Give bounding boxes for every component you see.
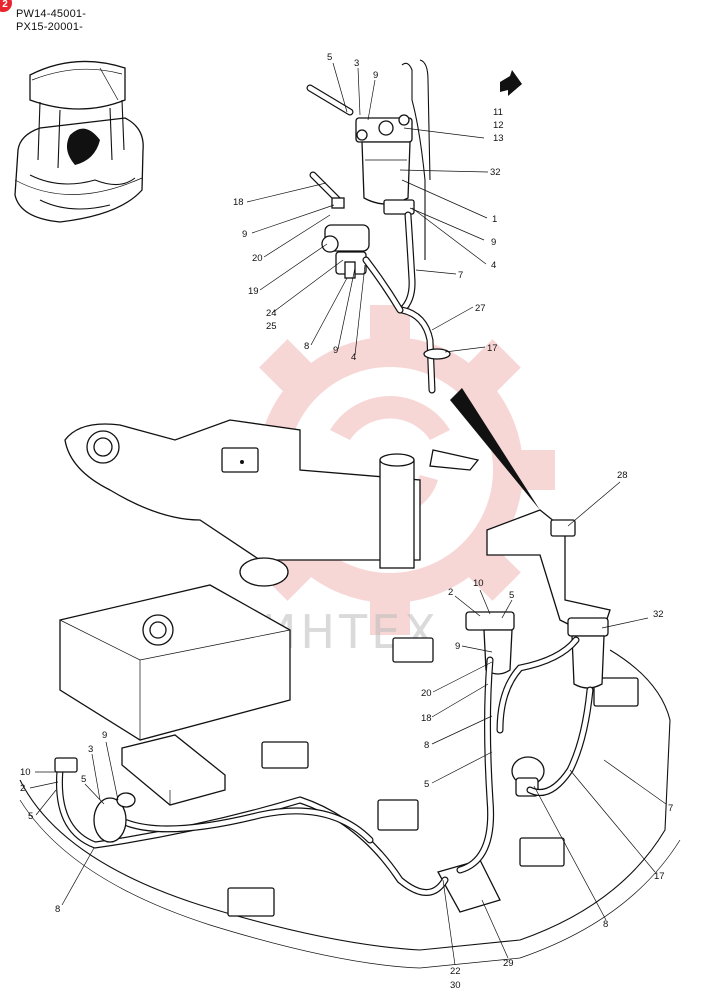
callout-label: 22 — [450, 966, 461, 977]
callout-label: 8 — [304, 341, 309, 352]
detail-pointer-icon — [450, 388, 540, 510]
lower-leader-lines — [29, 481, 667, 966]
callout-label: 5 — [28, 811, 33, 822]
callout-label: 7 — [668, 803, 673, 814]
upper-callouts: 5 3 9 11 12 13 32 1 18 9 20 19 24 25 8 9… — [233, 52, 504, 363]
callout-label: 9 — [333, 345, 338, 356]
callout-label: 2 — [20, 783, 25, 794]
lower-callouts: 28 2 10 5 32 9 20 18 8 5 7 17 8 29 22 30… — [20, 470, 673, 991]
callout-label: 24 — [266, 308, 277, 319]
callout-label: 5 — [327, 52, 332, 63]
callout-label: 12 — [493, 120, 504, 131]
callout-label: 9 — [373, 70, 378, 81]
callout-label: 20 — [421, 688, 432, 699]
callout-label: 1 — [492, 214, 497, 225]
callout-label: 4 — [351, 352, 356, 363]
callout-label: 11 — [493, 107, 503, 118]
callout-label: 17 — [487, 343, 498, 354]
callout-label: 28 — [617, 470, 628, 481]
callout-label: 18 — [421, 713, 432, 724]
callout-label: 3 — [354, 58, 359, 69]
callout-label: 10 — [473, 578, 484, 589]
callout-label: 5 — [424, 779, 429, 790]
direction-arrow-icon — [500, 70, 522, 96]
callout-label: 25 — [266, 321, 277, 332]
page-number-badge: 2 — [0, 0, 12, 12]
callout-label: 8 — [424, 740, 429, 751]
callout-label: 5 — [509, 590, 514, 601]
callout-label: 32 — [653, 609, 664, 620]
callout-label: 18 — [233, 197, 244, 208]
machine-location-thumbnail — [14, 60, 144, 223]
callout-label: 5 — [81, 774, 86, 785]
callout-label: 2 — [448, 587, 453, 598]
serial-range-pw14: PW14-45001- — [16, 8, 87, 20]
fuel-filter-exploded-view — [306, 59, 522, 394]
callout-label: 32 — [490, 167, 501, 178]
callout-label: 20 — [252, 253, 263, 264]
callout-label: 13 — [493, 133, 504, 144]
callout-label: 27 — [475, 303, 486, 314]
upper-frame-assembly — [19, 419, 681, 969]
callout-label: 9 — [242, 229, 247, 240]
callout-label: 19 — [248, 286, 259, 297]
upper-leader-lines — [246, 62, 489, 356]
callout-label: 29 — [503, 958, 514, 969]
callout-label: 7 — [458, 270, 463, 281]
callout-label: 8 — [55, 904, 60, 915]
page-number: 2 — [2, 0, 8, 10]
callout-label: 9 — [102, 730, 107, 741]
callout-label: 9 — [491, 237, 496, 248]
callout-label: 17 — [654, 871, 665, 882]
callout-label: 3 — [88, 744, 93, 755]
callout-label: 30 — [450, 980, 461, 991]
callout-label: 8 — [603, 919, 608, 930]
callout-label: 9 — [455, 641, 460, 652]
serial-range-px15: PX15-20001- — [16, 21, 84, 33]
callout-label: 4 — [491, 260, 496, 271]
callout-label: 10 — [20, 767, 31, 778]
